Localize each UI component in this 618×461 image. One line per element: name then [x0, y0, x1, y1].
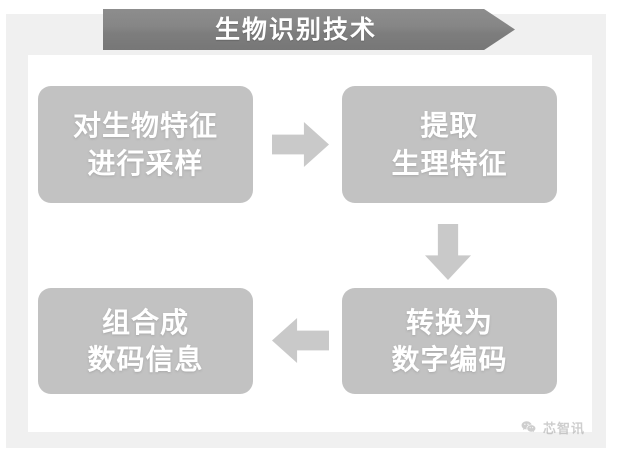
process-box-sample-line2: 进行采样: [87, 146, 204, 180]
process-box-combine: 组合成 数码信息: [38, 288, 253, 394]
watermark: 芯智讯: [520, 418, 585, 437]
process-box-extract-line1: 提取: [420, 109, 479, 143]
wechat-icon: [521, 421, 536, 433]
process-box-combine-line1: 组合成: [101, 305, 189, 339]
process-box-combine-line2: 数码信息: [87, 343, 204, 376]
process-box-convert-line2: 数字编码: [391, 343, 508, 376]
process-box-sample: 对生物特征 进行采样: [38, 86, 253, 203]
process-box-sample-line1: 对生物特征: [72, 109, 218, 143]
page-title: 生物识别技术: [214, 15, 377, 44]
title-banner: 生物识别技术: [103, 9, 515, 50]
process-box-convert: 转换为 数字编码: [342, 288, 557, 394]
watermark-text: 芯智讯: [543, 422, 586, 437]
process-box-extract-line2: 生理特征: [391, 146, 508, 180]
process-box-convert-line1: 转换为: [405, 305, 493, 339]
process-box-extract: 提取 生理特征: [342, 86, 557, 203]
